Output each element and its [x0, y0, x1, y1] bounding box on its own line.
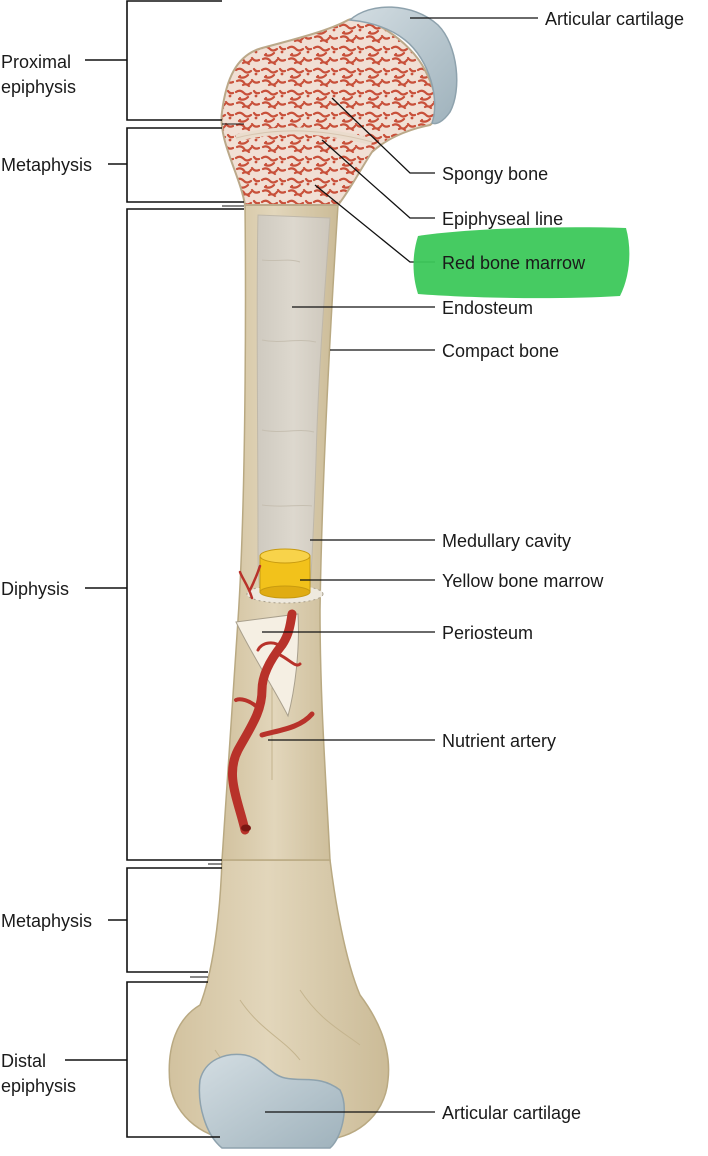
label-articular-cartilage-bottom: Articular cartilage — [442, 1103, 581, 1123]
yellow-bone-marrow-shape — [259, 548, 311, 599]
label-metaphysis-bottom: Metaphysis — [1, 911, 92, 931]
articular-cartilage-bottom-shape — [198, 1053, 345, 1149]
label-distal-epiphysis-line2: epiphysis — [1, 1076, 76, 1096]
label-metaphysis-top: Metaphysis — [1, 155, 92, 175]
label-red-bone-marrow: Red bone marrow — [442, 253, 586, 273]
label-distal-epiphysis-line1: Distal — [1, 1051, 46, 1071]
left-labels: Proximal epiphysis Metaphysis Diphysis M… — [1, 52, 92, 1096]
bracket-metaphysis-bottom — [126, 867, 222, 973]
bracket-metaphysis-top — [126, 127, 244, 203]
label-periosteum: Periosteum — [442, 623, 533, 643]
label-articular-cartilage-top: Articular cartilage — [545, 9, 684, 29]
red-bone-marrow-highlight — [413, 227, 630, 299]
label-epiphyseal-line: Epiphyseal line — [442, 209, 563, 229]
label-compact-bone: Compact bone — [442, 341, 559, 361]
label-diphysis: Diphysis — [1, 579, 69, 599]
label-yellow-bone-marrow: Yellow bone marrow — [442, 571, 604, 591]
bracket-proximal-epiphysis — [126, 0, 222, 121]
label-proximal-epiphysis-line2: epiphysis — [1, 77, 76, 97]
label-spongy-bone: Spongy bone — [442, 164, 548, 184]
label-proximal-epiphysis-line1: Proximal — [1, 52, 71, 72]
left-brackets — [65, 0, 244, 1138]
right-labels: Articular cartilage Spongy bone Epiphyse… — [442, 9, 684, 1123]
femur-bone — [168, 6, 458, 1149]
leader-lines — [262, 17, 538, 1113]
bracket-diphysis — [126, 208, 244, 861]
articular-cartilage-top-shape — [348, 6, 458, 125]
label-nutrient-artery: Nutrient artery — [442, 731, 556, 751]
nutrient-artery-shape — [227, 564, 315, 835]
label-medullary-cavity: Medullary cavity — [442, 531, 571, 551]
label-endosteum: Endosteum — [442, 298, 533, 318]
proximal-head-shape — [220, 17, 438, 206]
